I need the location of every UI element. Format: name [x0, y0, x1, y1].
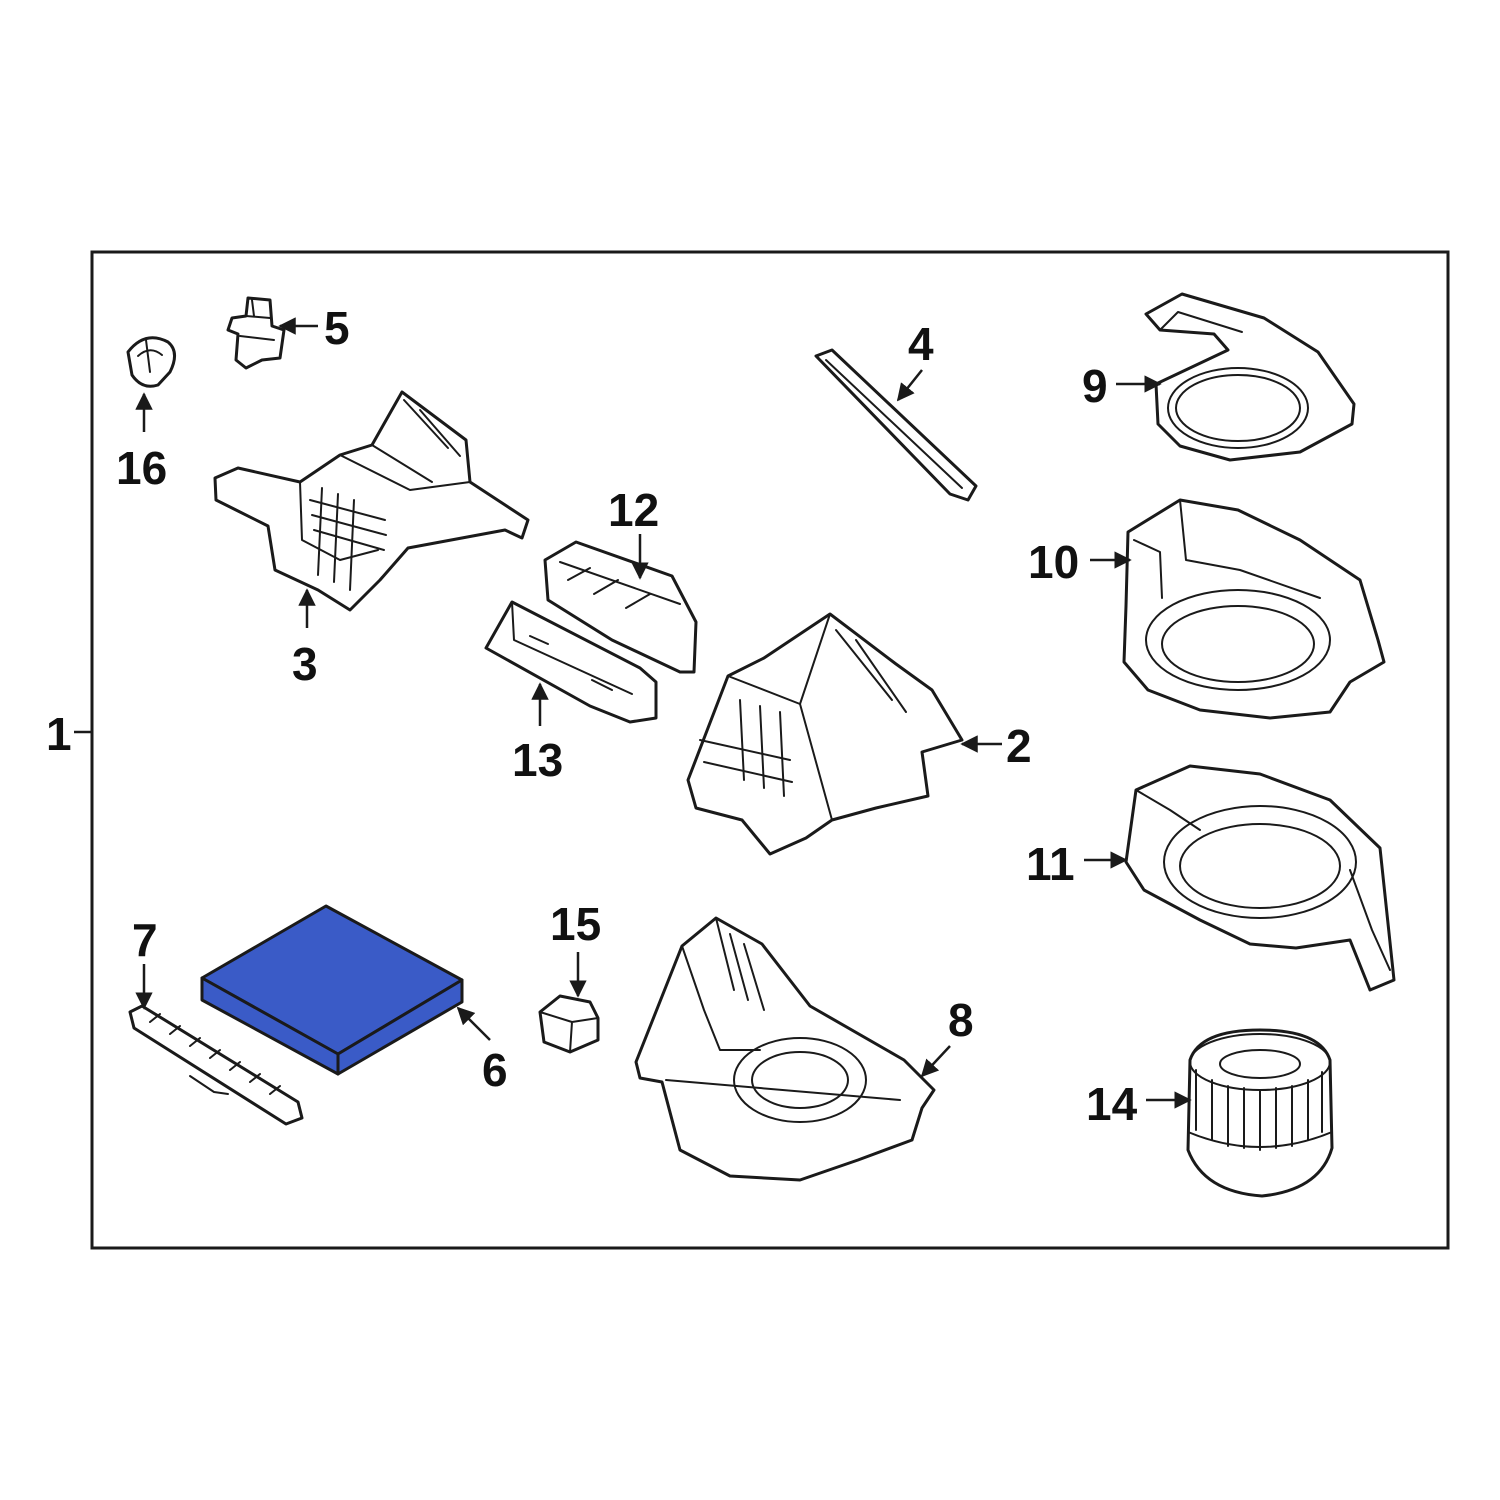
part-5-sensor: [226, 296, 286, 370]
callout-9-label: 9: [1082, 360, 1108, 412]
part-9-housing-cover: [1144, 292, 1356, 462]
assembly-frame: [90, 250, 1450, 1250]
part-15-resistor: [538, 994, 600, 1054]
filter-face-top: [200, 904, 464, 1056]
part-6-cabin-air-filter: [200, 904, 464, 1076]
callout-16-label: 16: [116, 442, 167, 494]
callout-5-label: 5: [324, 302, 350, 354]
callout-7-label: 7: [132, 914, 158, 966]
callout-6-leader: [456, 1006, 491, 1041]
part-4-seal: [814, 348, 978, 502]
callout-3-label: 3: [292, 638, 318, 690]
callout-13-label: 13: [512, 734, 563, 786]
callout-8-leader: [920, 1045, 951, 1078]
part-8-blower-unit: [634, 916, 936, 1182]
part-16-clip: [126, 336, 176, 388]
callout-15-label: 15: [550, 898, 601, 950]
part-11-blower-case-lower: [1124, 764, 1396, 992]
callout-1-label: 1: [46, 708, 72, 760]
callout-6-label: 6: [482, 1044, 508, 1096]
callout-11-label: 11: [1026, 838, 1075, 890]
part-13-door: [484, 600, 658, 724]
callout-4-label: 4: [908, 318, 934, 370]
part-12-cover: [543, 540, 698, 674]
part-2-case: [686, 612, 964, 856]
part-10-blower-case: [1122, 498, 1386, 720]
callout-8-label: 8: [948, 994, 974, 1046]
filter-face-right: [336, 978, 464, 1076]
part-3-duct: [213, 390, 530, 612]
callout-12-label: 12: [608, 484, 659, 536]
callout-10-label: 10: [1028, 536, 1079, 588]
callout-14-label: 14: [1086, 1078, 1138, 1130]
callout-2-label: 2: [1006, 720, 1032, 772]
part-14-blower-motor: [1186, 1028, 1334, 1198]
callout-4-leader: [896, 369, 923, 402]
